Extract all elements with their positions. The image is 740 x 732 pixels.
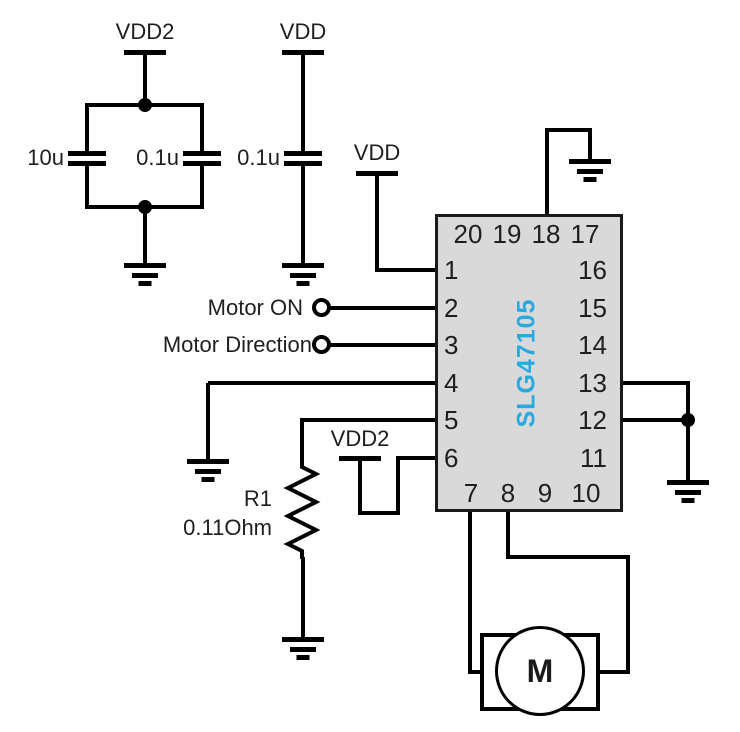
wire bbox=[396, 456, 400, 515]
wire bbox=[545, 128, 592, 132]
wire bbox=[143, 207, 147, 263]
capacitor-symbol-c2 bbox=[183, 151, 221, 167]
ic-pin-18: 18 bbox=[531, 219, 561, 249]
wire bbox=[621, 381, 690, 385]
input-terminal-motor-direction bbox=[312, 335, 331, 354]
ic-pin-16: 16 bbox=[578, 255, 607, 285]
input-terminal-motor-on bbox=[312, 298, 331, 317]
ic-pin-19: 19 bbox=[492, 219, 522, 249]
junction-dot bbox=[138, 98, 152, 112]
motor-label: M bbox=[526, 652, 554, 689]
ic-pin-7: 7 bbox=[463, 478, 479, 508]
ic-part-number: SLG47105 bbox=[512, 298, 541, 428]
ic-pin-11: 11 bbox=[580, 443, 607, 473]
wire bbox=[143, 55, 147, 105]
power-rail-vdd2 bbox=[124, 50, 166, 55]
motor-symbol: M bbox=[495, 626, 585, 716]
capacitor-label-c2: 0.1u bbox=[136, 145, 179, 170]
ic-pin-15: 15 bbox=[578, 293, 607, 323]
wire bbox=[375, 176, 379, 270]
ic-pin-17: 17 bbox=[570, 219, 600, 249]
wire bbox=[330, 306, 437, 310]
resistor-symbol-r1 bbox=[283, 465, 321, 559]
ground-symbol bbox=[124, 263, 166, 287]
ic-pin-6: 6 bbox=[444, 443, 459, 473]
wire bbox=[85, 103, 89, 151]
ic-pin-12: 12 bbox=[578, 405, 607, 435]
wire bbox=[358, 461, 362, 515]
wire bbox=[588, 128, 592, 159]
ground-symbol bbox=[282, 263, 324, 287]
ic-pin-10: 10 bbox=[571, 478, 601, 508]
power-rail-vdd2-pin6 bbox=[339, 456, 381, 461]
ic-pin-1: 1 bbox=[444, 255, 459, 285]
ic-pin-5: 5 bbox=[444, 405, 459, 435]
wire bbox=[358, 511, 400, 515]
wire bbox=[300, 418, 437, 422]
wire bbox=[396, 456, 437, 460]
ground-symbol bbox=[569, 159, 611, 183]
wire bbox=[506, 555, 630, 559]
ground-symbol bbox=[187, 459, 229, 483]
junction-dot bbox=[681, 413, 695, 427]
power-label-vdd: VDD bbox=[279, 19, 327, 44]
power-label-vdd-pin1: VDD bbox=[353, 140, 401, 165]
wire bbox=[200, 166, 204, 207]
capacitor-symbol-c1 bbox=[68, 151, 106, 167]
ic-pin-8: 8 bbox=[500, 478, 516, 508]
power-rail-vdd bbox=[282, 50, 324, 55]
wire bbox=[686, 383, 690, 480]
wire bbox=[301, 166, 305, 263]
power-label-vdd2: VDD2 bbox=[115, 19, 175, 44]
wire bbox=[330, 343, 437, 347]
wire bbox=[468, 670, 482, 674]
resistor-name: R1 bbox=[243, 486, 272, 511]
wire bbox=[301, 557, 305, 637]
wire bbox=[301, 55, 305, 151]
wire bbox=[626, 555, 630, 674]
wire bbox=[545, 128, 549, 216]
ic-pin-20: 20 bbox=[453, 219, 483, 249]
wire bbox=[300, 422, 304, 467]
wire bbox=[506, 512, 510, 559]
ic-pin-9: 9 bbox=[537, 478, 553, 508]
wire bbox=[200, 103, 204, 151]
ic-pin-3: 3 bbox=[444, 330, 459, 360]
wire bbox=[598, 670, 630, 674]
junction-dot bbox=[138, 200, 152, 214]
signal-label-motor-on: Motor ON bbox=[207, 295, 303, 320]
capacitor-label-c3: 0.1u bbox=[237, 145, 280, 170]
ic-pin-2: 2 bbox=[444, 293, 459, 323]
wire bbox=[621, 418, 686, 422]
ic-pin-4: 4 bbox=[444, 368, 459, 398]
wire bbox=[208, 381, 437, 385]
wire bbox=[468, 512, 472, 674]
ground-symbol bbox=[282, 637, 324, 661]
ic-body bbox=[435, 214, 623, 512]
power-label-vdd2-pin6: VDD2 bbox=[330, 426, 390, 451]
capacitor-label-c1: 10u bbox=[27, 145, 64, 170]
signal-label-motor-direction: Motor Direction bbox=[162, 332, 312, 357]
resistor-value: 0.11Ohm bbox=[183, 515, 272, 540]
capacitor-symbol-c3 bbox=[284, 151, 322, 167]
wire bbox=[85, 166, 89, 207]
ic-pin-14: 14 bbox=[578, 330, 607, 360]
ic-pin-13: 13 bbox=[578, 368, 607, 398]
wire bbox=[206, 383, 210, 459]
power-rail-vdd-pin1 bbox=[356, 171, 398, 176]
wire bbox=[375, 268, 437, 272]
ground-symbol bbox=[667, 480, 709, 504]
